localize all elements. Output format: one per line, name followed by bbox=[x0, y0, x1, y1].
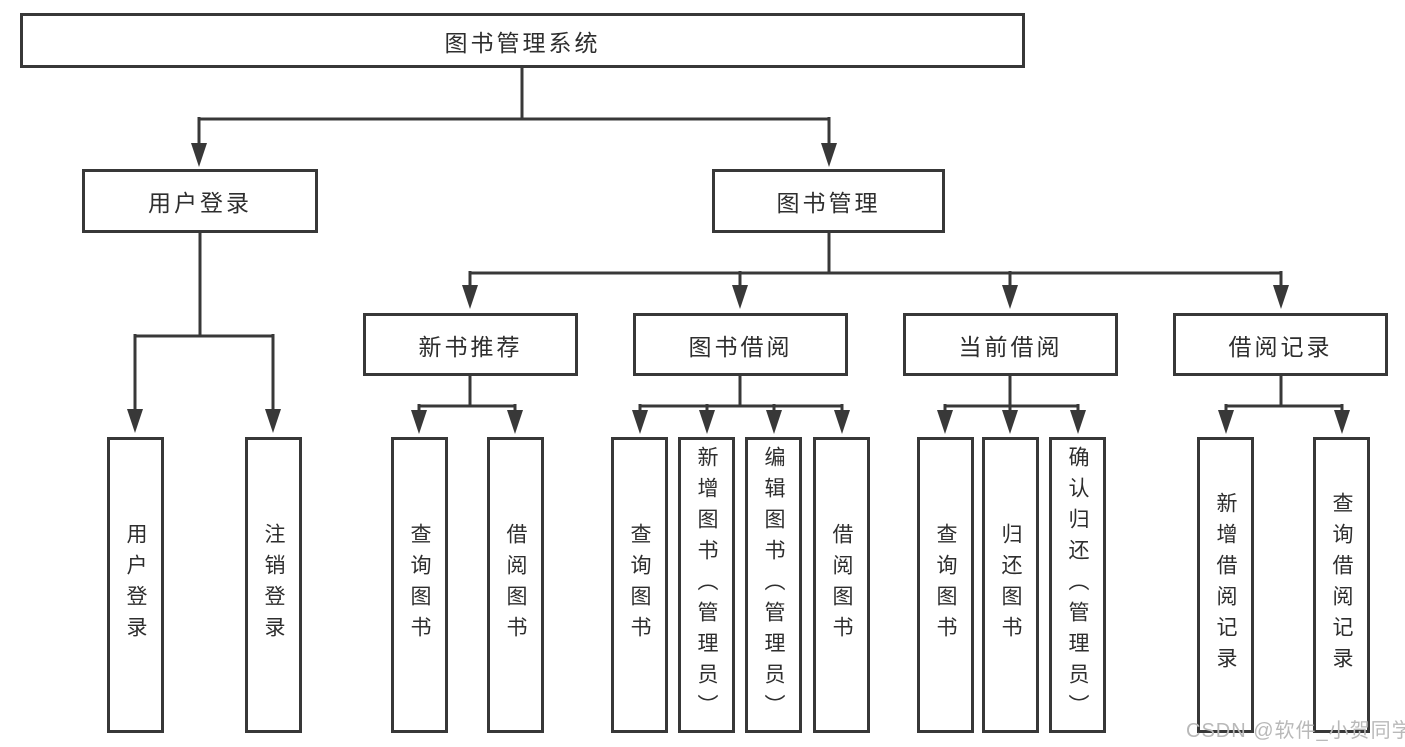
leaf-logout: 注销登录 bbox=[245, 437, 302, 733]
leaf-confirm-return-admin-label: 确认归还（管理员） bbox=[1066, 445, 1089, 725]
leaf-query-borrow-record-label: 查询借阅记录 bbox=[1330, 492, 1353, 678]
leaf-borrow-books: 借阅图书 bbox=[813, 437, 870, 733]
node-user-login-label: 用户登录 bbox=[148, 190, 252, 216]
leaf-query-borrow-record: 查询借阅记录 bbox=[1313, 437, 1370, 733]
leaf-add-borrow-record-label: 新增借阅记录 bbox=[1214, 492, 1237, 678]
arrowhead-icons bbox=[127, 143, 1350, 434]
node-root: 图书管理系统 bbox=[20, 13, 1025, 68]
leaf-borrow-books-label: 借阅图书 bbox=[830, 523, 853, 647]
leaf-confirm-return-admin: 确认归还（管理员） bbox=[1049, 437, 1106, 733]
csdn-watermark: CSDN @软件_小贺同学 bbox=[1186, 720, 1405, 742]
leaf-add-books-admin-label: 新增图书（管理员） bbox=[695, 445, 718, 725]
leaf-user-login: 用户登录 bbox=[107, 437, 164, 733]
leaf-logout-label: 注销登录 bbox=[262, 523, 285, 647]
node-current-borrow-label: 当前借阅 bbox=[958, 333, 1063, 360]
leaf-query-books-current: 查询图书 bbox=[917, 437, 974, 733]
node-user-login: 用户登录 bbox=[82, 169, 318, 233]
leaf-add-borrow-record: 新增借阅记录 bbox=[1197, 437, 1254, 733]
leaf-user-login-label: 用户登录 bbox=[124, 523, 147, 647]
node-book-borrow-label: 图书借阅 bbox=[688, 333, 793, 360]
leaf-query-books-borrow-label: 查询图书 bbox=[628, 523, 651, 647]
leaf-edit-books-admin-label: 编辑图书（管理员） bbox=[762, 445, 785, 725]
node-book-borrow: 图书借阅 bbox=[633, 313, 848, 376]
node-current-borrow: 当前借阅 bbox=[903, 313, 1118, 376]
leaf-return-books-label: 归还图书 bbox=[999, 523, 1022, 647]
leaf-return-books: 归还图书 bbox=[982, 437, 1039, 733]
leaf-borrow-books-recommend: 借阅图书 bbox=[487, 437, 544, 733]
leaf-edit-books-admin: 编辑图书（管理员） bbox=[745, 437, 802, 733]
leaf-add-books-admin: 新增图书（管理员） bbox=[678, 437, 735, 733]
leaf-query-books-recommend-label: 查询图书 bbox=[408, 523, 431, 647]
node-new-book-recommend-label: 新书推荐 bbox=[418, 333, 523, 360]
node-book-management: 图书管理 bbox=[712, 169, 945, 233]
leaf-query-books-current-label: 查询图书 bbox=[934, 523, 957, 647]
node-new-book-recommend: 新书推荐 bbox=[363, 313, 578, 376]
node-borrow-records: 借阅记录 bbox=[1173, 313, 1388, 376]
node-borrow-records-label: 借阅记录 bbox=[1228, 333, 1333, 360]
node-root-label: 图书管理系统 bbox=[444, 29, 601, 56]
leaf-query-books-recommend: 查询图书 bbox=[391, 437, 448, 733]
leaf-query-books-borrow: 查询图书 bbox=[611, 437, 668, 733]
node-book-management-label: 图书管理 bbox=[776, 190, 881, 216]
leaf-borrow-books-recommend-label: 借阅图书 bbox=[504, 523, 527, 647]
